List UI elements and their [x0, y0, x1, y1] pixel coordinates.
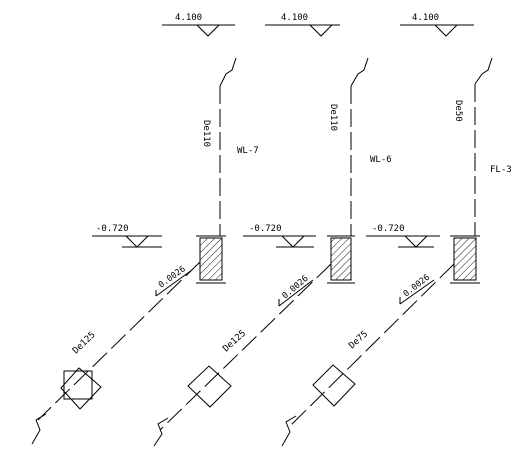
pipe-break-symbol-3	[474, 57, 493, 85]
outlet-size-label-3: De75	[347, 329, 370, 351]
riser-id-label-2: WL-6	[370, 155, 392, 165]
top-elevation-label-3: 4.100	[412, 13, 439, 23]
riser-size-label-1: De110	[201, 120, 211, 147]
riser-id-label-3: FL-3	[490, 165, 512, 175]
top-elevation-marker-1	[162, 24, 235, 37]
riser-size-label-2: De110	[328, 104, 338, 131]
inspection-box-diamond-2	[187, 365, 232, 408]
outlet-pipe-2	[159, 263, 332, 431]
bottom-elevation-label-2: -0.720	[249, 224, 282, 234]
outlet-size-label-1: De125	[71, 330, 97, 356]
top-elevation-marker-2	[265, 24, 340, 37]
end-break-symbol-2	[153, 417, 169, 447]
bottom-elevation-marker-3	[366, 235, 440, 248]
bottom-elevation-marker-2	[243, 235, 316, 248]
slope-indicator-3	[399, 279, 435, 305]
end-break-symbol-3	[281, 415, 297, 447]
riser-group-1: 4.100 De110 WL-7 -0.720 0.0026 De125	[31, 13, 259, 445]
riser-id-label-1: WL-7	[237, 146, 259, 156]
bottom-elevation-label-1: -0.720	[96, 224, 129, 234]
slope-label-1: 0.0026	[157, 264, 188, 290]
slope-label-3: 0.0026	[402, 273, 432, 300]
wall-sleeve-2	[327, 235, 355, 284]
top-elevation-label-1: 4.100	[175, 13, 202, 23]
top-elevation-marker-3	[400, 24, 474, 37]
pipe-break-symbol-1	[219, 57, 237, 87]
riser-group-3: 4.100 De50 FL-3 -0.720 0.0026 De75	[281, 13, 512, 447]
riser-size-label-3: De50	[453, 100, 463, 122]
outlet-pipe-1	[37, 261, 201, 421]
bottom-elevation-label-3: -0.720	[372, 224, 405, 234]
outlet-size-label-2: De125	[221, 329, 248, 355]
end-break-symbol-1	[31, 413, 47, 445]
riser-group-2: 4.100 De110 WL-6 -0.720 0.0026 De125	[153, 13, 392, 447]
wall-sleeve-1	[196, 235, 226, 284]
inspection-box-diamond-1	[60, 367, 102, 410]
slope-indicator-2	[278, 279, 314, 307]
pipe-break-symbol-2	[350, 57, 369, 87]
inspection-box-diamond-3	[312, 364, 356, 407]
slope-indicator-1	[155, 269, 193, 297]
wall-sleeve-3	[450, 235, 480, 284]
bottom-elevation-marker-1	[92, 235, 162, 248]
top-elevation-label-2: 4.100	[281, 13, 308, 23]
outlet-pipe-3	[287, 263, 455, 429]
slope-label-2: 0.0026	[281, 274, 311, 301]
